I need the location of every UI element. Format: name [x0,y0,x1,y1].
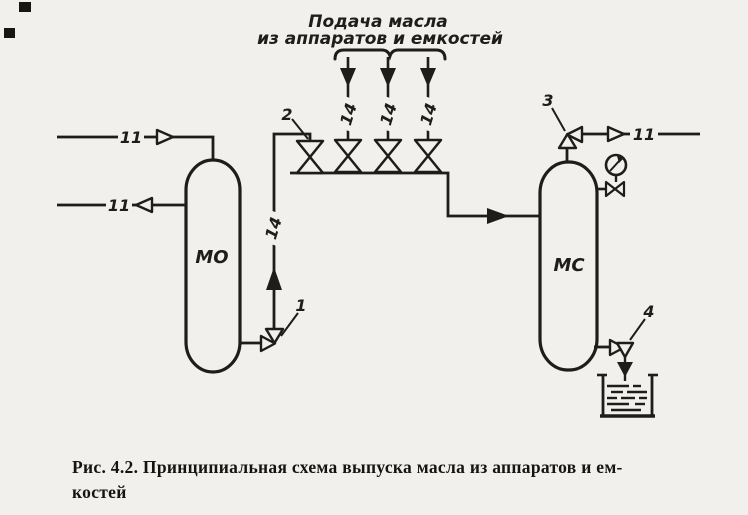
flow-arrow-down-icon [420,68,436,87]
flow-arrow-down-icon [340,68,356,87]
valve-3-label: 3 [542,91,553,110]
valve-icon [259,334,277,353]
valve-icon [295,155,325,175]
valve-1-label: 1 [295,296,306,315]
flow-direction-left-icon [134,196,154,214]
feed-header-line1: Подача масла [308,12,448,32]
outlet-line-mid-left: 11 [57,196,187,215]
leader-line [551,107,566,132]
gauge-cock-icon [613,180,626,198]
valve-icon [615,341,635,359]
vessel-mo-label: МО [195,247,228,268]
leader-line [280,312,299,337]
gauge-cock-icon [604,180,617,198]
flow-direction-right-icon [606,125,626,143]
manifold-pipe [290,171,540,224]
valve-1: 1 [240,296,307,353]
stream-11-label: 11 [108,196,130,215]
pipe-label-14: 14 [333,95,363,133]
valve-icon [373,138,403,174]
valve-icon [413,138,443,174]
drain-tank [597,373,658,418]
flow-arrow-down-icon [617,362,633,377]
gauge-needle [609,159,621,172]
liquid-hatch-icon [607,384,647,412]
feed-header: Подача масла из аппаратов и емкостей [257,12,503,61]
feed-header-line2: из аппаратов и емкостей [257,29,503,49]
valve-2: 2 [281,105,325,175]
leader-line [629,318,646,341]
vessel-body [538,160,599,372]
valve-4: 4 [594,302,655,359]
valve-icon [333,138,363,174]
figure-caption: Рис. 4.2. Принципиальная схема выпуска м… [72,455,702,505]
vessel-mo: МО [184,158,242,374]
pipe-label-14: 14 [258,209,288,247]
flow-arrow-down-icon [380,68,396,87]
gauge-needle-tip [617,156,624,163]
feed-branch-3: 14 [413,57,443,174]
vessel-mc: МС [538,160,599,372]
scan-mark-1 [19,2,31,12]
vessel-mc-label: МС [553,255,585,276]
feed-branch-1: 14 [333,57,363,174]
pipe [57,135,215,160]
scan-mark-2 [4,28,15,38]
pipe-label-14: 14 [413,95,443,133]
brace-icon [333,48,447,61]
scan-artifact-marks [4,2,31,38]
drain-arrow [617,356,633,381]
valve-4-label: 4 [642,302,654,321]
caption-line-1: Рис. 4.2. Принципиальная схема выпуска м… [72,457,623,477]
pressure-gauge [596,153,628,198]
valve-icon [295,139,325,159]
valve-3: 3 [542,91,584,162]
caption-line-2: костей [72,482,127,502]
valve-icon [264,327,285,345]
inlet-line-top-left: 11 [57,128,215,160]
leader-line [291,118,309,140]
vent-line-top-right: 11 [582,125,700,144]
stream-11-label: 11 [120,128,142,147]
feed-branch-2: 14 [373,57,403,174]
flow-direction-right-icon [155,128,175,146]
flow-arrow-up-icon [266,267,282,290]
stream-11-label: 11 [633,125,655,144]
valve-icon [557,132,578,150]
flow-arrow-right-icon [487,208,509,224]
pipe-label-14: 14 [373,95,403,133]
valve-2-label: 2 [281,105,292,124]
